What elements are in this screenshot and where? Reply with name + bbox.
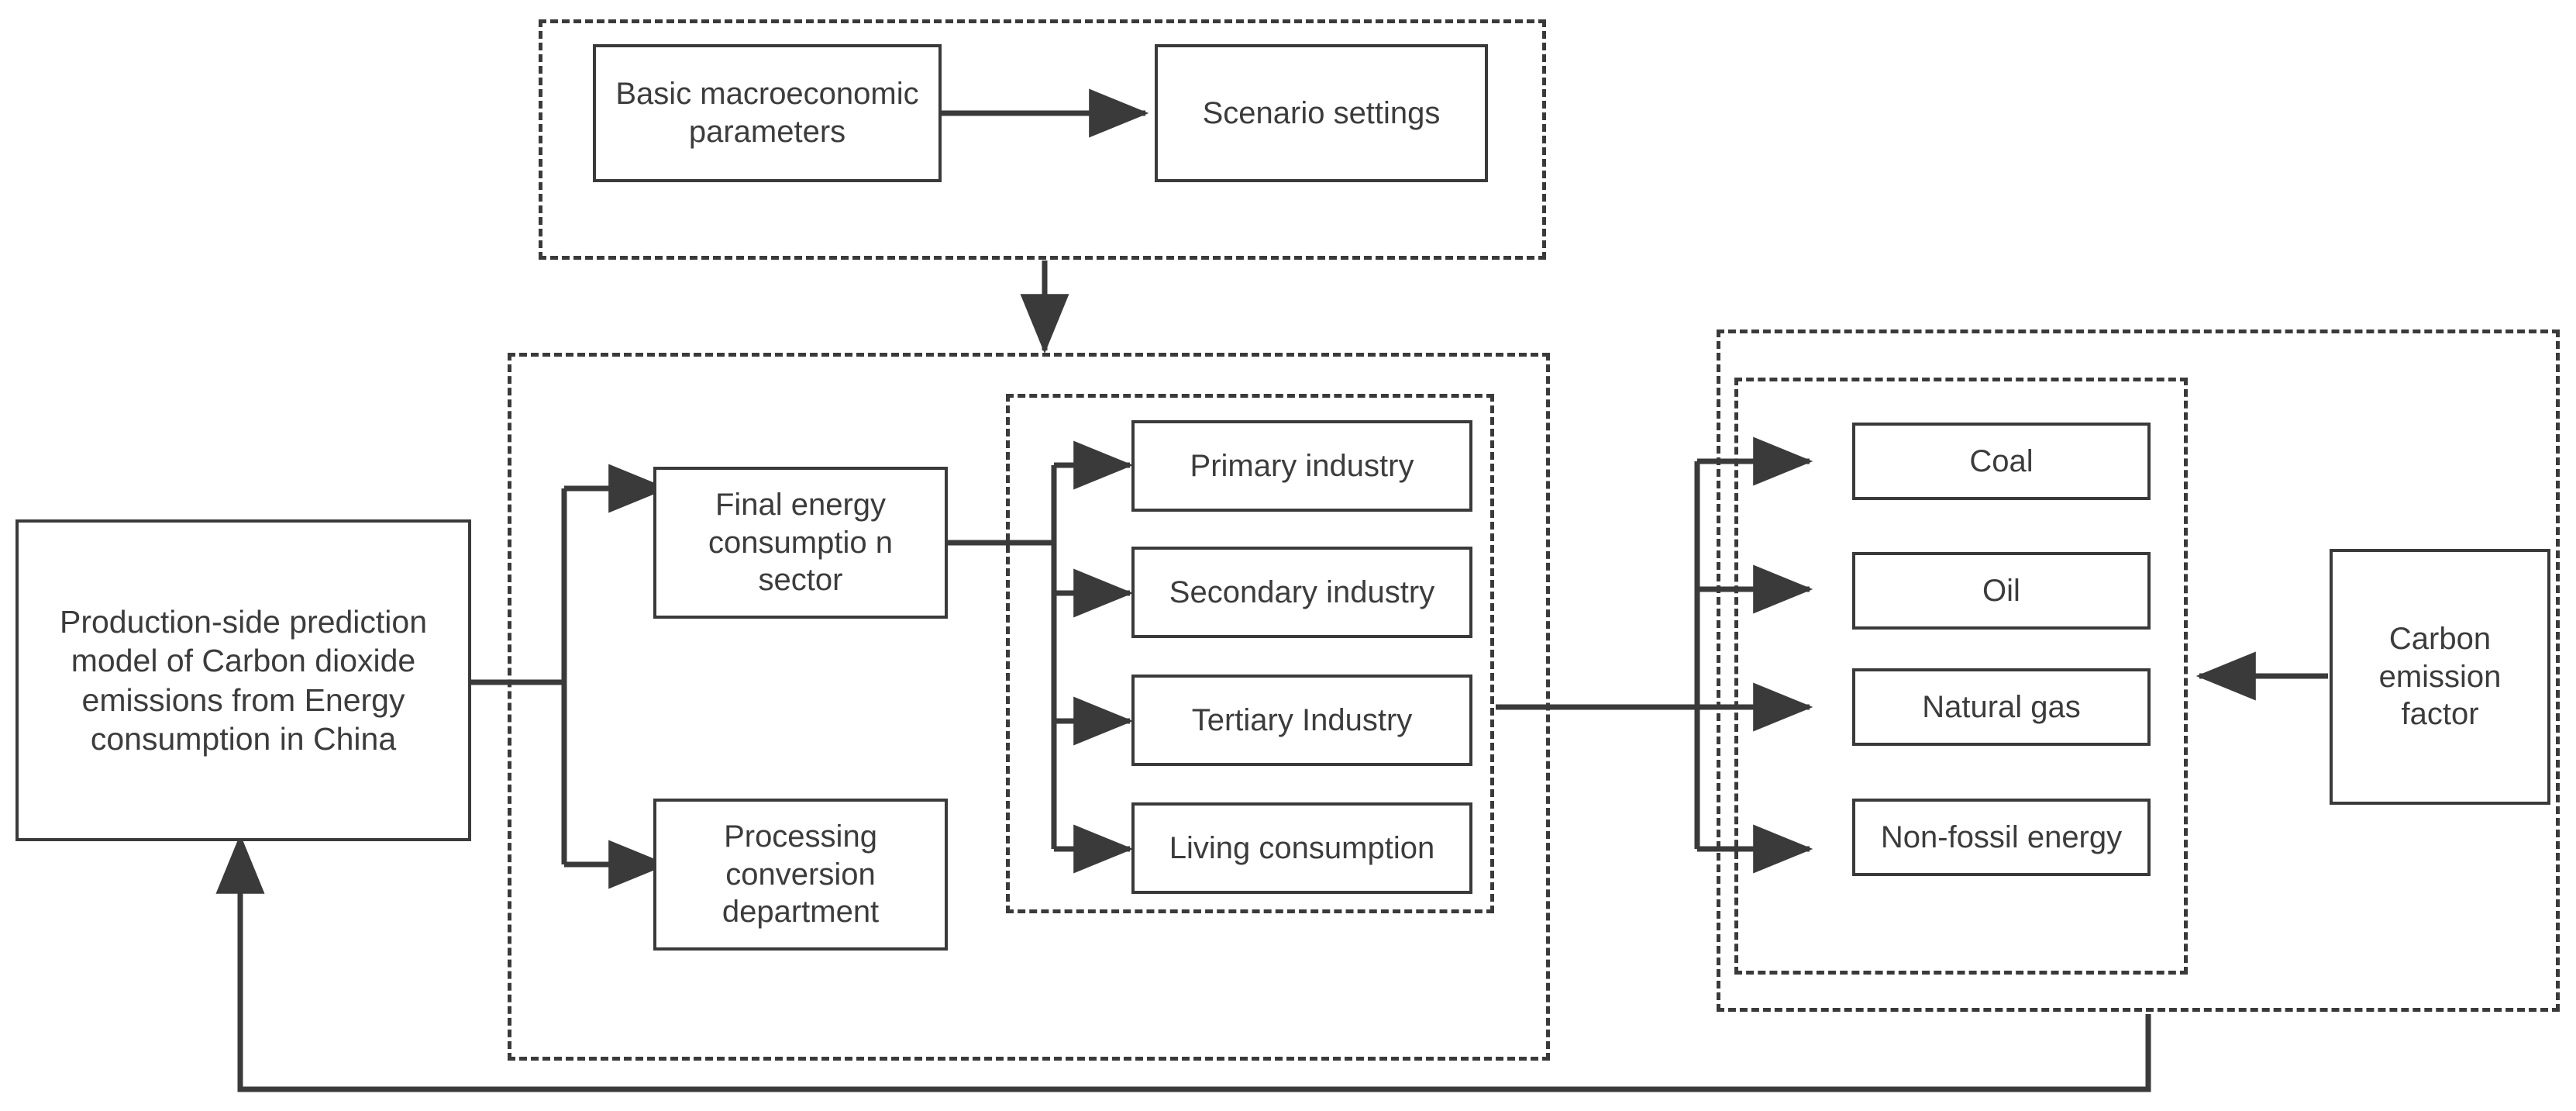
node-living-consumption[interactable]: Living consumption <box>1131 802 1472 894</box>
node-tertiary-industry[interactable]: Tertiary Industry <box>1131 675 1472 766</box>
group-scenario-settings <box>539 19 1546 260</box>
node-basic-macroeconomic-parameters[interactable]: Basic macroeconomic parameters <box>593 44 942 182</box>
node-primary-industry[interactable]: Primary industry <box>1131 420 1472 512</box>
node-carbon-emission-factor[interactable]: Carbon emission factor <box>2330 549 2550 805</box>
node-main-model[interactable]: Production-side prediction model of Carb… <box>15 519 471 841</box>
node-secondary-industry[interactable]: Secondary industry <box>1131 547 1472 638</box>
node-oil[interactable]: Oil <box>1852 552 2151 630</box>
node-final-energy-consumption-sector[interactable]: Final energy consumptio n sector <box>653 467 948 619</box>
node-non-fossil-energy[interactable]: Non-fossil energy <box>1852 799 2151 876</box>
node-coal[interactable]: Coal <box>1852 423 2151 500</box>
node-scenario-settings[interactable]: Scenario settings <box>1155 44 1488 182</box>
node-processing-conversion-department[interactable]: Processing conversion department <box>653 799 948 951</box>
node-natural-gas[interactable]: Natural gas <box>1852 668 2151 746</box>
